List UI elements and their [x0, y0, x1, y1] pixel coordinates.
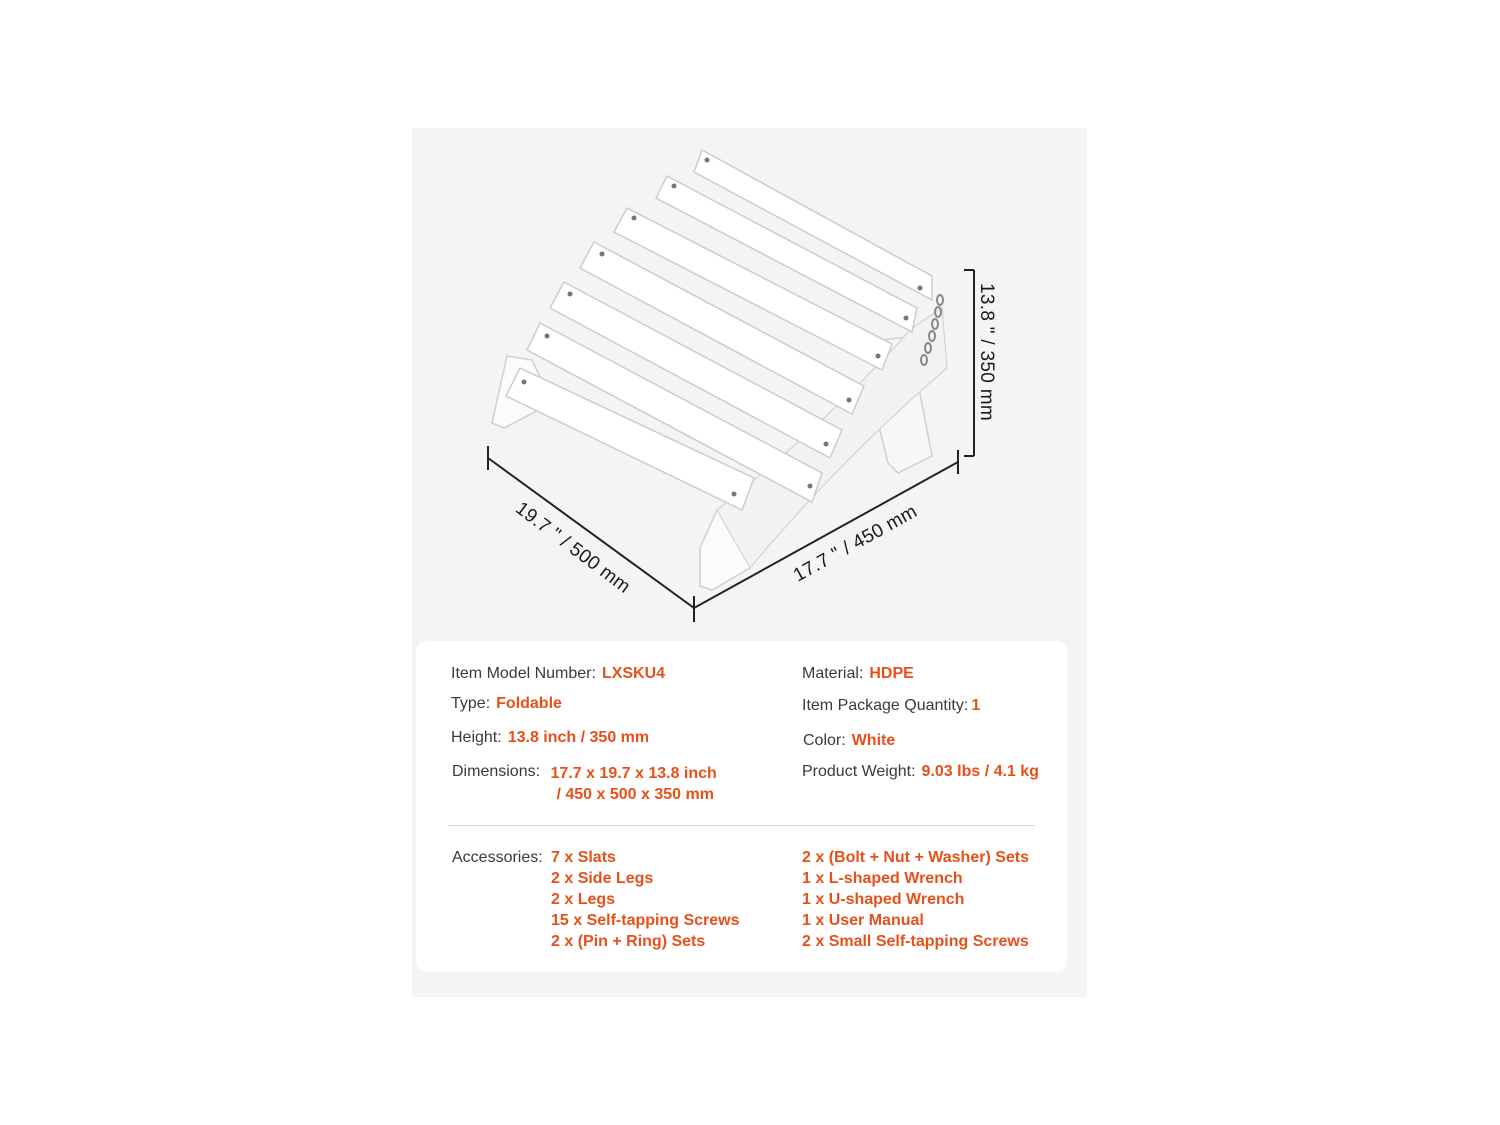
- screws: [521, 157, 923, 497]
- accessories-label: Accessories:: [452, 849, 543, 866]
- spec-height: Height:13.8 inch / 350 mm: [451, 729, 650, 746]
- footrest-illustration: [487, 148, 975, 622]
- dimension-lines: [487, 269, 975, 622]
- list-item: 1 x L-shaped Wrench: [802, 870, 963, 887]
- list-item: 1 x User Manual: [802, 912, 924, 929]
- spec-package-quantity: Item Package Quantity:1: [802, 697, 981, 714]
- list-item: 2 x Side Legs: [551, 870, 654, 887]
- spec-color: Color:White: [803, 732, 896, 749]
- list-item: 7 x Slats: [551, 849, 616, 866]
- list-item: 2 x (Bolt + Nut + Washer) Sets: [802, 849, 1030, 866]
- list-item: 2 x Legs: [551, 891, 616, 908]
- accessories-list-right: 2 x (Bolt + Nut + Washer) Sets 1 x L-sha…: [802, 847, 1029, 952]
- spec-weight: Product Weight:9.03 lbs / 4.1 kg: [802, 763, 1039, 780]
- spec-model: Item Model Number:LXSKU4: [451, 665, 666, 682]
- product-card: 13.8 " / 350 mm 19.7 " / 500 mm 17.7 " /…: [412, 128, 1087, 997]
- height-dimension-label: 13.8 " / 350 mm: [976, 283, 997, 421]
- spec-dimensions: Dimensions: 17.7 x 19.7 x 13.8 inch / 45…: [452, 763, 717, 803]
- spec-divider: [448, 825, 1035, 826]
- list-item: 2 x Small Self-tapping Screws: [802, 933, 1029, 950]
- accessories-list-left: 7 x Slats 2 x Side Legs 2 x Legs 15 x Se…: [551, 847, 740, 952]
- list-item: 15 x Self-tapping Screws: [551, 912, 740, 929]
- spec-material: Material:HDPE: [802, 665, 914, 682]
- list-item: 2 x (Pin + Ring) Sets: [551, 933, 706, 950]
- list-item: 1 x U-shaped Wrench: [802, 891, 965, 908]
- spec-type: Type:Foldable: [451, 695, 562, 712]
- chain: [920, 294, 944, 366]
- spec-panel: Item Model Number:LXSKU4 Material:HDPE T…: [416, 641, 1067, 972]
- slats: [504, 148, 933, 512]
